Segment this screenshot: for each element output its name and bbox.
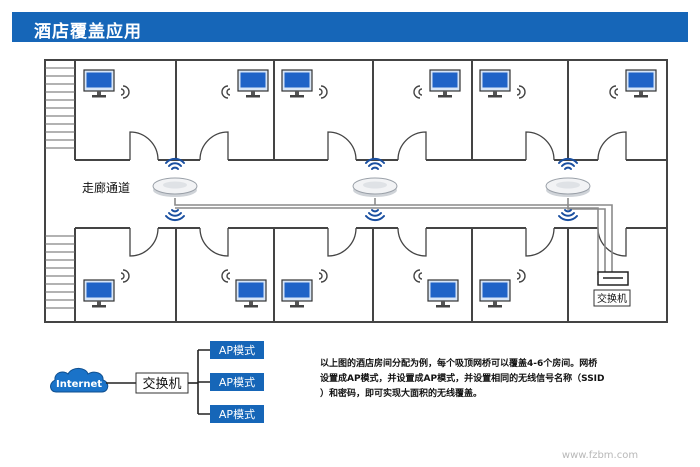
- monitor-icon: [479, 269, 526, 309]
- monitor-icon: [413, 69, 461, 99]
- network-topology: Internet 交换机 AP模式 AP模式 AP模式: [50, 341, 264, 423]
- ceiling-ap-3: [545, 157, 591, 222]
- monitor-icon: [83, 69, 130, 99]
- doors-bottom: [129, 227, 627, 257]
- internet-label: Internet: [56, 379, 102, 390]
- floor-switch: 交换机: [593, 271, 631, 307]
- staircase-top: [45, 67, 75, 149]
- doors-top: [129, 131, 627, 161]
- staircase-bottom: [45, 235, 75, 309]
- room-computers-top: [83, 69, 657, 99]
- monitor-icon: [221, 269, 267, 309]
- monitor-icon: [281, 269, 328, 309]
- ap-mode-label-3: AP模式: [219, 408, 255, 421]
- rooms-bottom: [75, 227, 667, 322]
- monitor-icon: [281, 69, 328, 99]
- ceiling-ap-2: [352, 157, 398, 222]
- ceiling-ap-1: [152, 157, 198, 222]
- ap-mode-label-2: AP模式: [219, 376, 255, 389]
- title-banner: 酒店覆盖应用: [12, 12, 688, 42]
- ap-mode-box-2: [210, 373, 264, 391]
- monitor-icon: [479, 69, 526, 99]
- corridor-label: 走廊通道: [82, 180, 130, 195]
- monitor-icon: [83, 269, 130, 309]
- core-switch-label: 交换机: [142, 376, 181, 392]
- description-line-2: 设置成AP模式，并设置成AP模式，并设置相同的无线信号名称（SSID: [320, 372, 605, 384]
- network-cabling: [174, 198, 613, 275]
- room-computers-bottom: [83, 269, 526, 309]
- watermark: www.fzbm.com: [562, 450, 638, 461]
- floor-switch-label: 交换机: [597, 292, 627, 305]
- monitor-icon: [221, 69, 269, 99]
- monitor-icon: [609, 69, 657, 99]
- cloud-icon: [50, 367, 109, 393]
- description-line-1: 以上图的酒店房间分配为例，每个吸顶网桥可以覆盖4-6个房间。网桥: [320, 357, 598, 369]
- description-line-3: ）和密码，即可实现大面积的无线覆盖。: [320, 387, 482, 399]
- monitor-icon: [413, 269, 459, 309]
- ap-mode-box-3: [210, 405, 264, 423]
- ap-mode-box-1: [210, 341, 264, 359]
- ap-mode-label-1: AP模式: [219, 344, 255, 357]
- page-title: 酒店覆盖应用: [34, 22, 142, 42]
- description: 以上图的酒店房间分配为例，每个吸顶网桥可以覆盖4-6个房间。网桥 设置成AP模式…: [320, 357, 605, 399]
- rooms-top: [75, 60, 667, 161]
